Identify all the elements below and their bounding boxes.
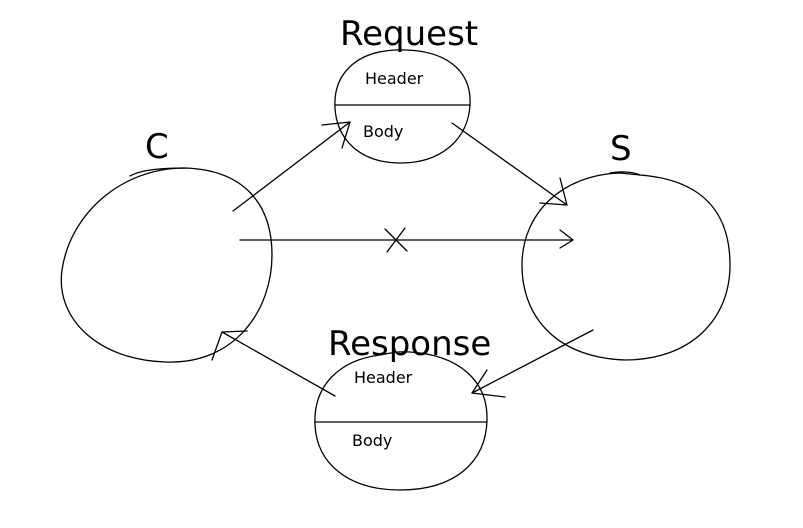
- response-bubble: Response Header Body: [314, 324, 491, 491]
- server-circle: [521, 172, 731, 361]
- client-circle: [60, 167, 273, 363]
- request-header-label: Header: [365, 69, 424, 88]
- request-body-label: Body: [363, 122, 403, 141]
- request-circle: [334, 49, 471, 164]
- arrow-direct-client-to-server: [239, 227, 574, 253]
- request-title: Request: [340, 14, 478, 54]
- server-circle-overlap: [609, 171, 641, 176]
- client-label: C: [145, 127, 169, 167]
- arrow-response-to-client: [211, 330, 336, 397]
- response-title: Response: [328, 324, 491, 364]
- arrow-client-to-request: [232, 121, 351, 212]
- arrow-request-to-server: [451, 122, 568, 206]
- client-node: C: [60, 127, 273, 363]
- request-bubble: Request Header Body: [334, 14, 478, 164]
- client-circle-overlap: [129, 167, 186, 177]
- cross-mark: [384, 227, 408, 253]
- response-header-label: Header: [354, 368, 413, 387]
- response-circle: [314, 351, 488, 491]
- response-body-label: Body: [352, 431, 392, 450]
- server-node: S: [521, 129, 731, 361]
- arrow-server-to-response: [471, 329, 594, 398]
- server-label: S: [610, 129, 632, 169]
